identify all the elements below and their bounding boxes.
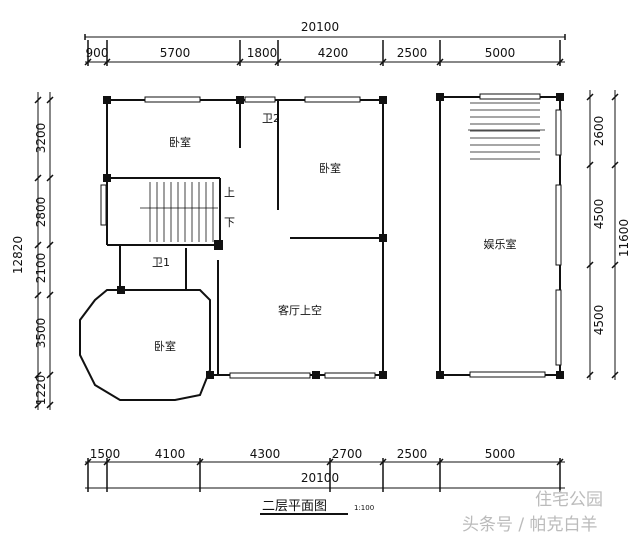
tick xyxy=(34,174,42,182)
dim-top: 5700 xyxy=(160,46,191,60)
room-entertainment: 娱乐室 xyxy=(484,237,517,251)
dim-left: 3500 xyxy=(34,318,48,349)
columns xyxy=(103,93,564,379)
dim-bottom-total: 20100 xyxy=(301,471,339,485)
dim-right: 4500 xyxy=(592,305,606,336)
tick xyxy=(586,93,594,101)
tick xyxy=(611,371,619,379)
tick xyxy=(586,261,594,269)
room-bath-2: 卫2 xyxy=(262,112,280,125)
dim-left: 2100 xyxy=(34,253,48,284)
tick xyxy=(46,401,54,409)
room-bedroom-3: 卧室 xyxy=(154,339,176,353)
tick xyxy=(46,96,54,104)
tick xyxy=(611,93,619,101)
tick xyxy=(46,371,54,379)
tick xyxy=(586,371,594,379)
room-bedroom-2: 卧室 xyxy=(319,161,341,175)
tick xyxy=(34,241,42,249)
drawing-scale: 1:100 xyxy=(354,504,374,512)
dim-left: 2800 xyxy=(34,197,48,228)
dim-right: 4500 xyxy=(592,199,606,230)
tick xyxy=(586,161,594,169)
tick xyxy=(46,174,54,182)
dim-top-total: 20100 xyxy=(301,20,339,34)
tick xyxy=(611,261,619,269)
tick xyxy=(34,371,42,379)
dim-right-total: 11600 xyxy=(617,219,631,257)
tick xyxy=(34,96,42,104)
room-living-void: 客厅上空 xyxy=(278,303,322,317)
stair-up-label: 上 xyxy=(224,186,235,199)
dimension-lines xyxy=(37,36,616,489)
stair-down-label: 下 xyxy=(224,216,235,229)
room-bedroom-1: 卧室 xyxy=(169,135,191,149)
tick xyxy=(46,241,54,249)
tick xyxy=(46,291,54,299)
dim-right: 2600 xyxy=(592,116,606,147)
dim-bottom: 2700 xyxy=(332,447,363,461)
dim-top: 1800 xyxy=(247,46,278,60)
dim-bottom: 5000 xyxy=(485,447,516,461)
windows xyxy=(100,93,562,379)
dim-top: 4200 xyxy=(318,46,349,60)
dim-left: 1220 xyxy=(34,375,48,406)
dim-top: 5000 xyxy=(485,46,516,60)
drawing-title: 二层平面图 xyxy=(262,499,327,514)
dim-left: 3200 xyxy=(34,123,48,154)
dim-bottom: 4300 xyxy=(250,447,281,461)
dim-top: 2500 xyxy=(397,46,428,60)
room-bath-1: 卫1 xyxy=(152,256,170,269)
tick xyxy=(34,291,42,299)
dim-bottom: 4100 xyxy=(155,447,186,461)
tick xyxy=(34,401,42,409)
stairs xyxy=(140,102,545,242)
dim-left-total: 12820 xyxy=(11,236,25,274)
watermark-line2: 头条号 / 帕克白羊 xyxy=(462,515,598,535)
dim-bottom: 1500 xyxy=(90,447,121,461)
dim-top: 900 xyxy=(86,46,109,60)
watermark-line1: 住宅公园 xyxy=(535,490,603,510)
tick xyxy=(611,161,619,169)
dim-bottom: 2500 xyxy=(397,447,428,461)
